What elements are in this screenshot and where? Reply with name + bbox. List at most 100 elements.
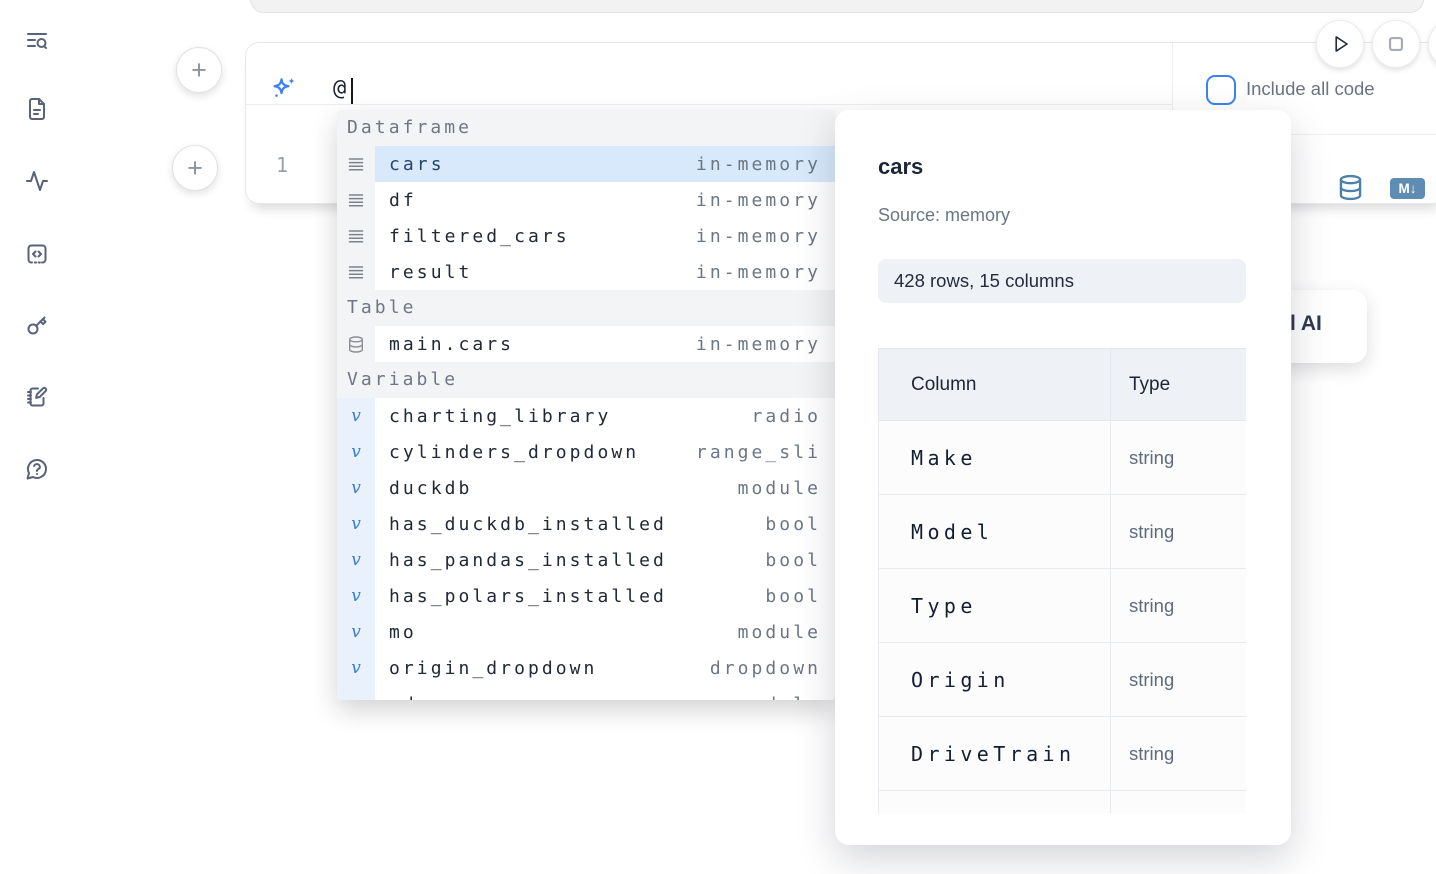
item-type: range_sli	[695, 441, 821, 463]
autocomplete-item-filtered_cars[interactable]: filtered_cars in-memory	[337, 218, 835, 254]
variable-icon: v	[337, 578, 375, 614]
variable-icon: v	[337, 650, 375, 686]
schema-column-header: Column	[878, 348, 1111, 421]
autocomplete-item-cylinders_dropdown[interactable]: v cylinders_dropdown range_sli	[337, 434, 835, 470]
variable-icon: v	[351, 478, 361, 498]
item-type: module	[738, 694, 835, 701]
item-type: in-memory	[695, 153, 821, 175]
dataframe-icon	[337, 218, 375, 254]
include-all-code-box: Include all code	[1172, 43, 1436, 135]
variable-icon: v	[337, 398, 375, 434]
autocomplete-item-pd[interactable]: v pd module	[337, 686, 835, 700]
item-name: filtered_cars	[389, 225, 570, 247]
stop-button[interactable]	[1372, 20, 1420, 68]
dataframe-preview-popup: cars Source: memory 428 rows, 15 columns…	[835, 110, 1291, 845]
variable-icon: v	[351, 514, 361, 534]
item-name: result	[389, 261, 473, 283]
include-all-code-checkbox[interactable]	[1206, 75, 1236, 105]
code-box-icon[interactable]	[19, 236, 55, 272]
autocomplete-item-has_duckdb_installed[interactable]: v has_duckdb_installed bool	[337, 506, 835, 542]
item-type: dropdown	[709, 657, 821, 679]
autocomplete-section-variable: Variable	[337, 362, 835, 398]
stop-icon	[1388, 36, 1404, 52]
item-name: mo	[389, 621, 417, 643]
item-type: bool	[765, 585, 821, 607]
file-document-icon[interactable]	[19, 91, 55, 127]
play-icon	[1335, 36, 1348, 52]
item-name: origin_dropdown	[389, 657, 598, 679]
dataframe-icon	[337, 146, 375, 182]
preview-source: Source: memory	[878, 205, 1011, 225]
item-type: in-memory	[695, 261, 821, 283]
autocomplete-section-dataframe: Dataframe	[337, 110, 835, 146]
preview-title: cars	[878, 154, 924, 179]
item-type: in-memory	[695, 225, 821, 247]
item-name: has_duckdb_installed	[389, 513, 667, 535]
variable-icon: v	[337, 434, 375, 470]
autocomplete-item-charting_library[interactable]: v charting_library radio	[337, 398, 835, 434]
ai-row-divider	[246, 104, 1172, 105]
item-name: cylinders_dropdown	[389, 441, 640, 463]
variable-icon: v	[351, 406, 361, 426]
variable-icon: v	[351, 658, 361, 678]
autocomplete-item-mo[interactable]: v mo module	[337, 614, 835, 650]
variable-icon: v	[337, 542, 375, 578]
sparkles-ai-icon	[273, 77, 295, 97]
include-all-code-label: Include all code	[1246, 78, 1375, 99]
ai-card-label: l AI	[1290, 312, 1322, 335]
variable-icon: v	[351, 550, 361, 570]
item-type: module	[737, 477, 821, 499]
variable-icon: v	[351, 586, 361, 606]
dataframe-icon	[337, 182, 375, 218]
item-type: module	[737, 621, 821, 643]
schema-column-header: Type	[1110, 348, 1246, 421]
item-name: pd	[375, 694, 417, 701]
add-cell-button-top[interactable]: +	[176, 47, 222, 93]
database-icon[interactable]	[1337, 173, 1364, 202]
activity-icon[interactable]	[19, 163, 55, 199]
variable-icon: v	[337, 470, 375, 506]
key-icon[interactable]	[19, 307, 55, 343]
autocomplete-section-table: Table	[337, 290, 835, 326]
autocomplete-item-result[interactable]: result in-memory	[337, 254, 835, 290]
markdown-icon[interactable]: M↓	[1390, 178, 1425, 199]
previous-cell-remnant	[250, 0, 1424, 13]
item-name: has_pandas_installed	[389, 549, 667, 571]
variable-icon: v	[351, 694, 361, 700]
left-sidebar	[0, 0, 70, 874]
line-number: 1	[275, 153, 289, 177]
item-type: in-memory	[695, 189, 821, 211]
item-name: cars	[389, 153, 445, 175]
add-cell-button-bottom[interactable]: +	[172, 145, 218, 191]
variable-icon: v	[337, 506, 375, 542]
variable-icon: v	[337, 686, 375, 700]
variable-icon: v	[351, 622, 361, 642]
autocomplete-item-main.cars[interactable]: main.cars in-memory	[337, 326, 835, 362]
item-type: in-memory	[695, 333, 821, 355]
run-cell-button[interactable]	[1316, 20, 1364, 68]
item-type: radio	[751, 405, 821, 427]
item-name: charting_library	[389, 405, 612, 427]
item-type: bool	[765, 513, 821, 535]
item-name: main.cars	[389, 333, 515, 355]
shape-badge: 428 rows, 15 columns	[878, 259, 1246, 303]
ai-prompt-input[interactable]: @	[333, 76, 347, 101]
autocomplete-item-cars[interactable]: cars in-memory	[337, 146, 835, 182]
autocomplete-item-origin_dropdown[interactable]: v origin_dropdown dropdown	[337, 650, 835, 686]
help-chat-icon[interactable]	[19, 451, 55, 487]
text-cursor	[351, 78, 353, 104]
table-of-contents-search-icon[interactable]	[19, 23, 55, 59]
dataframe-icon	[337, 254, 375, 290]
notebook-pen-icon[interactable]	[19, 379, 55, 415]
variable-icon: v	[351, 442, 361, 462]
